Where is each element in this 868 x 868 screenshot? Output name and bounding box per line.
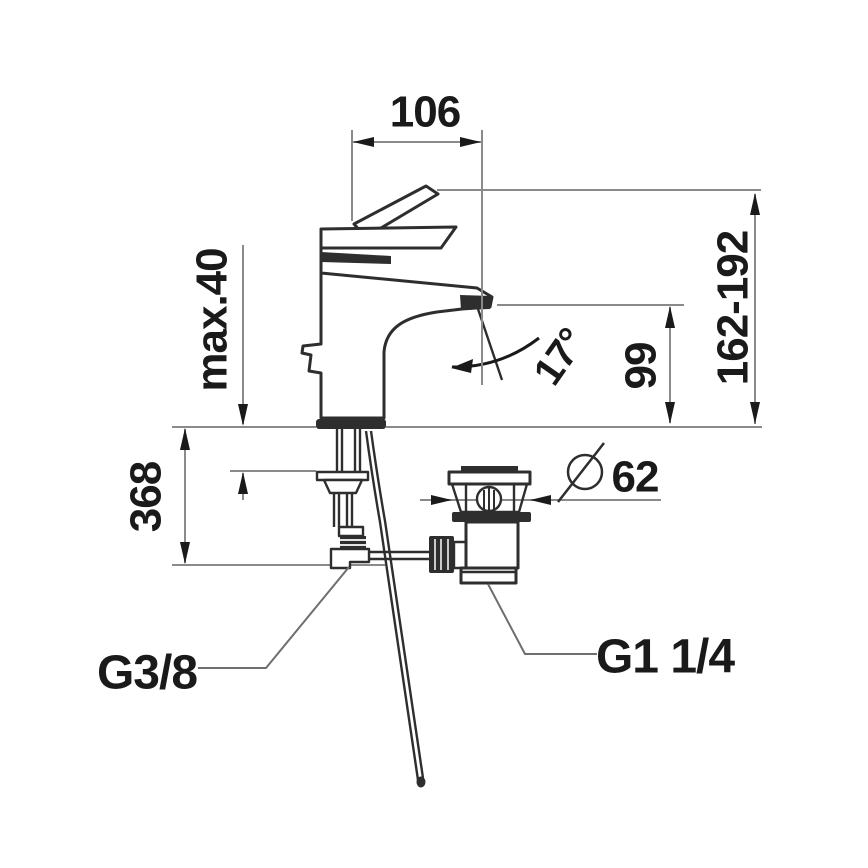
dim-99-label: 99 <box>617 343 666 390</box>
waste-plug-hatch <box>483 487 495 511</box>
angle-17-label: 17° <box>525 321 594 393</box>
inlet-elbow <box>329 547 371 570</box>
supply-tube <box>332 493 354 527</box>
arrow-106-right <box>460 137 481 147</box>
arrow-368-top <box>180 428 190 450</box>
arrow-162-bottom <box>750 402 760 424</box>
dim-62-label: 62 <box>612 453 659 502</box>
mounting-washer <box>315 470 370 482</box>
arrow-99-bottom <box>665 402 675 424</box>
threaded-shank <box>335 429 362 472</box>
diameter-circle <box>566 453 604 491</box>
pop-up-waste <box>429 466 532 585</box>
leader-lines <box>198 566 597 669</box>
waste-nut-knurl <box>434 539 449 570</box>
arrow-106-left <box>353 137 374 147</box>
waste-outlet <box>459 566 518 585</box>
waste-body <box>464 520 520 570</box>
leader-g38 <box>198 566 350 669</box>
arrow-62-right <box>530 495 551 505</box>
leader-g114 <box>487 583 597 655</box>
hose-fitting-bands <box>340 539 366 546</box>
plug-lip <box>461 466 518 473</box>
waste-band <box>452 512 531 522</box>
aerator <box>460 295 492 310</box>
arrow-max40-up <box>238 472 248 494</box>
handle-cap <box>319 225 458 250</box>
dim-368-label: 368 <box>122 461 171 532</box>
handle-joint <box>321 252 391 264</box>
arrowheads <box>180 137 760 564</box>
angle-arc-arrowhead <box>451 359 473 373</box>
base-flange <box>316 419 386 429</box>
arrow-162-top <box>750 193 760 215</box>
rod-knob <box>416 776 426 788</box>
diameter-symbol <box>557 442 605 503</box>
dim-max40-label: max.40 <box>188 248 237 391</box>
waste-connector <box>452 540 468 570</box>
thread-g38-label: G3/8 <box>97 647 197 700</box>
reference-lines-back <box>172 130 762 566</box>
dim-106-label: 106 <box>390 88 460 137</box>
thread-g114-label: G1 1/4 <box>596 631 735 684</box>
lever-handle <box>352 184 440 234</box>
body-and-spout <box>300 246 494 420</box>
tube-joint <box>337 525 365 538</box>
faucet <box>300 184 494 570</box>
dimension-labels: 106 162-192 max.40 99 368 17° 62 G3/8 G1… <box>97 88 758 700</box>
arrow-62-left <box>431 495 452 505</box>
diameter-slash <box>557 442 605 503</box>
arrow-368-bottom <box>180 542 190 564</box>
mounting-nut <box>322 478 364 495</box>
waste-flange <box>447 470 532 486</box>
pop-up-rod <box>364 430 426 788</box>
hose-fitting <box>340 536 366 549</box>
dim-162-192-label: 162-192 <box>709 231 758 385</box>
waste-pull-pipe <box>369 550 429 561</box>
arrow-max40-down <box>238 404 248 426</box>
arrow-99-top <box>665 306 675 328</box>
